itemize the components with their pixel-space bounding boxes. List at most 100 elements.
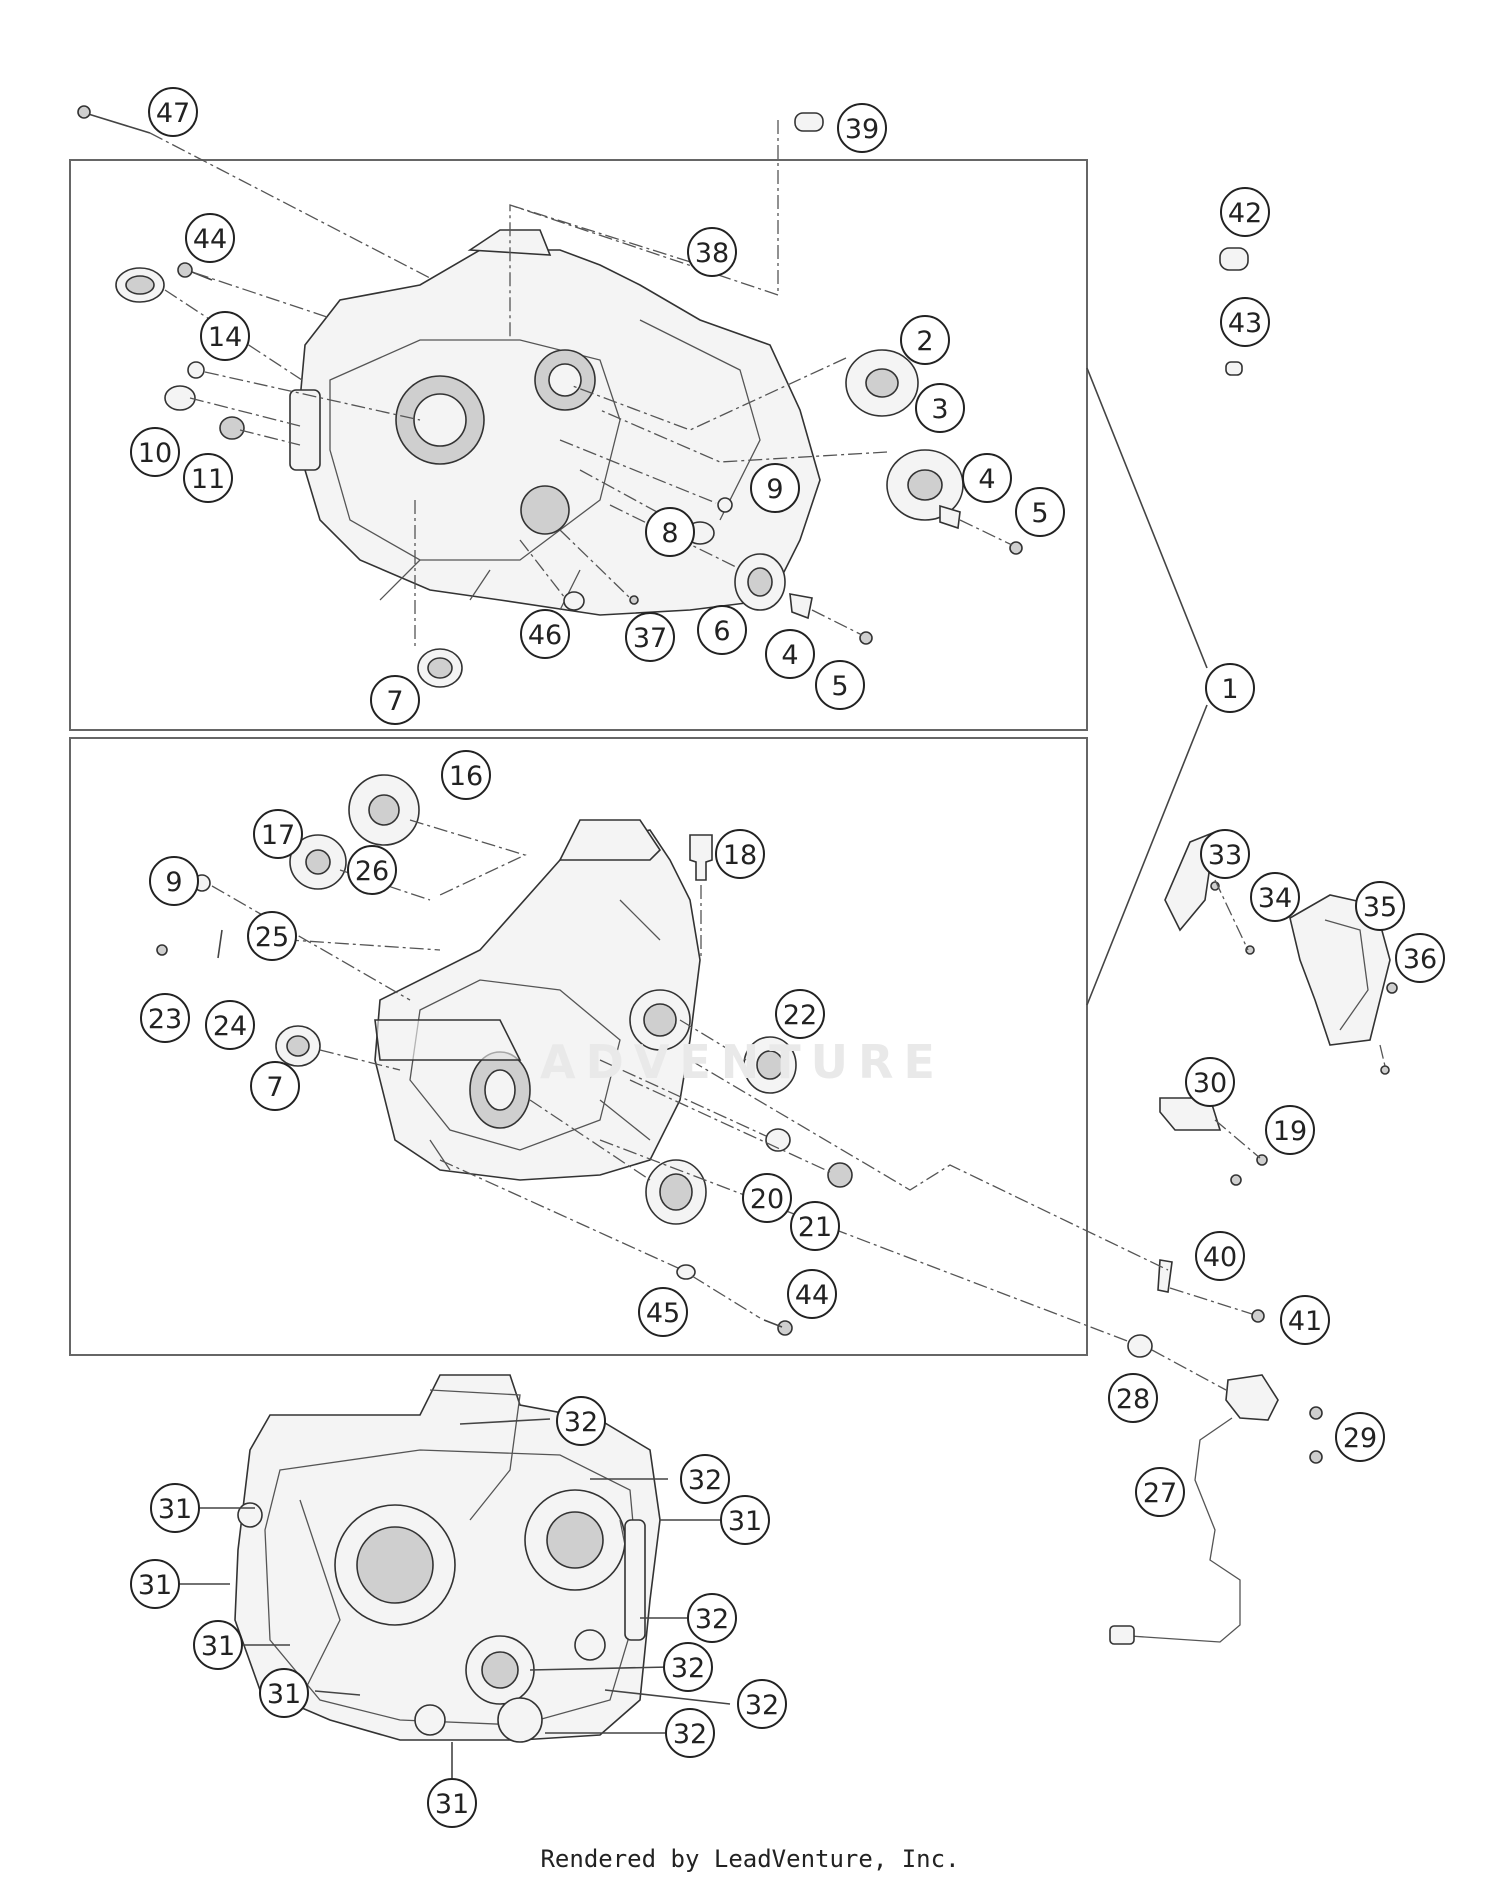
callout-circle (250, 1061, 300, 1111)
callout-7: 7 (250, 1061, 300, 1111)
callout-circle (1015, 487, 1065, 537)
part-number-label: 32 (673, 1719, 707, 1750)
callout-2: 2 (900, 315, 950, 365)
part-number-label: 32 (688, 1465, 722, 1496)
part-number-label: 45 (646, 1298, 680, 1329)
callout-circle (1185, 1057, 1235, 1107)
callout-33: 33 (1200, 829, 1250, 879)
callout-circle (247, 911, 297, 961)
callout-circle (645, 507, 695, 557)
callout-9: 9 (149, 856, 199, 906)
callout-17: 17 (253, 809, 303, 859)
callout-circle (1220, 187, 1270, 237)
callout-9: 9 (750, 463, 800, 513)
callout-circle (1280, 1295, 1330, 1345)
part-number-label: 17 (261, 820, 295, 851)
part-number-label: 31 (201, 1631, 235, 1662)
callout-circle (815, 660, 865, 710)
callout-7: 7 (370, 675, 420, 725)
part-number-label: 32 (564, 1407, 598, 1438)
part-number-label: 11 (191, 464, 225, 495)
part-number-label: 32 (695, 1604, 729, 1635)
part-number-label: 21 (798, 1212, 832, 1243)
callout-circle (556, 1396, 606, 1446)
callout-circle (663, 1642, 713, 1692)
callout-46: 46 (520, 609, 570, 659)
callout-circle (205, 1000, 255, 1050)
part-number-label: 31 (728, 1506, 762, 1537)
part-number-label: 37 (633, 623, 667, 654)
part-number-label: 35 (1363, 892, 1397, 923)
part-number-label: 30 (1193, 1068, 1227, 1099)
callout-circle (130, 1559, 180, 1609)
callout-circle (1220, 297, 1270, 347)
callout-circle (697, 605, 747, 655)
callout-circle (259, 1668, 309, 1718)
callout-36: 36 (1395, 933, 1445, 983)
part-number-label: 38 (695, 238, 729, 269)
part-number-label: 44 (193, 224, 227, 255)
callout-circle (737, 1679, 787, 1729)
callout-circle (1355, 881, 1405, 931)
part-number-label: 22 (783, 1000, 817, 1031)
lower-loose-parts (156, 774, 1398, 1645)
callout-29: 29 (1335, 1412, 1385, 1462)
part-number-label: 7 (386, 686, 403, 717)
callout-32: 32 (737, 1679, 787, 1729)
lower-crankcase-illustration (374, 819, 701, 1181)
callout-23: 23 (140, 993, 190, 1043)
callout-circle (962, 453, 1012, 503)
callout-circle (130, 427, 180, 477)
callout-circle (665, 1708, 715, 1758)
callout-6: 6 (697, 605, 747, 655)
callout-44: 44 (787, 1269, 837, 1319)
callout-circle (193, 1620, 243, 1670)
upper-crankcase-illustration (289, 229, 821, 616)
part-number-label: 18 (723, 840, 757, 871)
part-number-label: 6 (713, 616, 730, 647)
callout-38: 38 (687, 227, 737, 277)
part-number-label: 39 (845, 114, 879, 145)
part-number-label: 43 (1228, 308, 1262, 339)
lower-assembly-lines (211, 819, 1386, 1391)
callout-circle (775, 989, 825, 1039)
callout-34: 34 (1250, 872, 1300, 922)
callout-circle (200, 311, 250, 361)
callout-30: 30 (1185, 1057, 1235, 1107)
callout-3: 3 (915, 383, 965, 433)
callout-circle (687, 1593, 737, 1643)
callout-32: 32 (687, 1593, 737, 1643)
bracket-lines (1086, 367, 1208, 1006)
part-number-label: 10 (138, 438, 172, 469)
part-number-label: 31 (435, 1789, 469, 1820)
callout-31: 31 (720, 1495, 770, 1545)
part-number-label: 4 (978, 464, 995, 495)
callout-circle (742, 1173, 792, 1223)
callout-circle (1200, 829, 1250, 879)
callout-40: 40 (1195, 1231, 1245, 1281)
part-number-label: 2 (916, 326, 933, 357)
callout-4: 4 (765, 629, 815, 679)
rendered-by-footer: Rendered by LeadVenture, Inc. (540, 1845, 960, 1873)
part-number-label: 9 (766, 474, 783, 505)
callout-31: 31 (427, 1778, 477, 1828)
callout-41: 41 (1280, 1295, 1330, 1345)
part-number-label: 24 (213, 1011, 247, 1042)
callout-circle (185, 213, 235, 263)
callout-27: 27 (1135, 1467, 1185, 1517)
callout-5: 5 (815, 660, 865, 710)
callout-circle (750, 463, 800, 513)
part-number-label: 27 (1143, 1478, 1177, 1509)
callout-39: 39 (837, 103, 887, 153)
callout-circle (790, 1201, 840, 1251)
callout-circle (183, 453, 233, 503)
callout-circle (1108, 1373, 1158, 1423)
callout-32: 32 (556, 1396, 606, 1446)
callout-circle (715, 829, 765, 879)
part-number-label: 31 (267, 1679, 301, 1710)
part-number-label: 36 (1403, 944, 1437, 975)
part-number-label: 34 (1258, 883, 1292, 914)
callout-circle (441, 750, 491, 800)
callout-circle (915, 383, 965, 433)
